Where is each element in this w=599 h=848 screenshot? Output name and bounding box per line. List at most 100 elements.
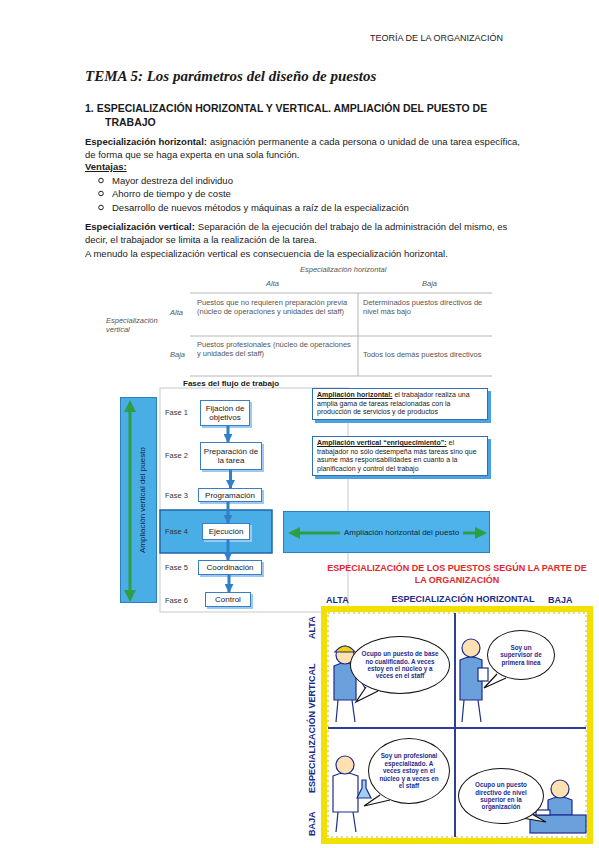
table-cell: Todos los demás puestos directivos bbox=[363, 350, 481, 359]
axis-label: Especialización horizontal bbox=[300, 265, 386, 274]
axis-value: BAJA bbox=[548, 595, 573, 605]
text-block: Fase 1 bbox=[165, 408, 197, 417]
section-heading: 1. ESPECIALIZACIÓN HORIZONTAL Y VERTICAL… bbox=[85, 102, 487, 128]
supervisor-figure bbox=[460, 639, 488, 722]
callout-box: Ampliación horizontal:el trabajador real… bbox=[312, 388, 488, 420]
text-block: ALTA bbox=[307, 612, 319, 644]
callout-box: Ampliación vertical “enriquecimiento”:el… bbox=[312, 436, 488, 476]
speech-bubble: Ocupo un puesto de base no cualificado. … bbox=[350, 636, 450, 694]
bubble-tails bbox=[356, 674, 546, 822]
phase-box: Preparación de la tarea bbox=[200, 442, 262, 470]
head bbox=[462, 639, 480, 657]
bullet bbox=[99, 178, 104, 183]
table-cell: Puestos profesionales (núcleo de operaci… bbox=[197, 340, 351, 358]
text-block: Determinados puestos directivos de nivel… bbox=[363, 298, 488, 316]
flask bbox=[357, 780, 371, 798]
text-block: Especialización horizontal bbox=[300, 265, 440, 274]
bubble-text: Ocupo un puesto de base no cualificado. … bbox=[361, 650, 439, 680]
head bbox=[336, 756, 354, 774]
flow-arrow bbox=[228, 575, 231, 592]
helmet bbox=[335, 646, 355, 652]
flow-arrow bbox=[227, 502, 230, 523]
leg bbox=[478, 700, 481, 722]
leg bbox=[353, 812, 356, 832]
leg bbox=[462, 700, 464, 722]
arrow-heads bbox=[288, 527, 487, 539]
band-label: Ampliación vertical del puesto bbox=[138, 398, 154, 602]
phase-box: Fijación de objetivos bbox=[200, 400, 250, 426]
double-arrow bbox=[124, 398, 136, 604]
phase-highlight bbox=[160, 510, 272, 553]
bullet-text: Desarrollo de nuevos métodos y máquinas … bbox=[112, 202, 409, 213]
text-block: Especialización vertical:Separación de l… bbox=[85, 220, 525, 246]
text-block: Todos los demás puestos directivos bbox=[363, 350, 488, 359]
arrow-shaft bbox=[129, 410, 132, 592]
text-block: TEORÍA DE LA ORGANIZACIÓN bbox=[370, 33, 590, 43]
text-block: A menudo la especialización vertical es … bbox=[85, 247, 525, 260]
flow-arrow bbox=[229, 470, 232, 488]
body bbox=[548, 797, 572, 815]
text-block: Puestos profesionales (núcleo de operaci… bbox=[197, 340, 352, 358]
text-block: BAJA bbox=[548, 595, 588, 605]
phase-box: Programación bbox=[198, 488, 262, 502]
table-cell: Determinados puestos directivos de nivel… bbox=[363, 298, 482, 316]
text-block: Ventajas: bbox=[85, 160, 285, 173]
quadrant-line bbox=[328, 727, 586, 729]
text-block: ESPECIALIZACIÓN DE LOS PUESTOS SEGÚN LA … bbox=[322, 562, 592, 586]
text-block: Fase 2 bbox=[165, 451, 197, 460]
axis-value: ALTA bbox=[307, 617, 317, 640]
axis-label: ESPECIALIZACIÓN HORIZONTAL bbox=[392, 594, 535, 604]
bubble-text: Soy un supervisor de primera línea bbox=[498, 644, 544, 666]
text-block: Puestos que no requieren preparación pre… bbox=[197, 298, 352, 316]
phase-name: Programación bbox=[205, 491, 255, 500]
phase-label: Fase 2 bbox=[165, 451, 188, 460]
vertical-band: Ampliación vertical del puesto bbox=[120, 397, 157, 603]
title-block: TEMA 5: Los parámetros del diseño de pue… bbox=[85, 68, 565, 85]
scientist-figure bbox=[333, 756, 371, 832]
matrix-table bbox=[190, 293, 492, 376]
phase-label: Fase 6 bbox=[165, 596, 188, 605]
speech-bubble: Soy un supervisor de primera línea bbox=[487, 630, 555, 680]
phase-name: Control bbox=[215, 595, 241, 604]
speech-bubble: Soy un profesional especializado. A vece… bbox=[368, 738, 450, 804]
text-block: Fase 3 bbox=[165, 491, 197, 500]
axis-label: ESPECIALIZACIÓN VERTICAL bbox=[307, 663, 317, 793]
bullet bbox=[99, 205, 104, 210]
yellow-frame bbox=[324, 609, 590, 841]
axis-value: BAJA bbox=[307, 812, 317, 837]
axis-value: Alta bbox=[170, 308, 183, 317]
speech-bubble: Ocupo un puesto directivo de nivel super… bbox=[458, 768, 544, 824]
leg bbox=[336, 812, 338, 832]
table-line bbox=[190, 376, 492, 377]
bubble-text: Ocupo un puesto directivo de nivel super… bbox=[469, 781, 533, 811]
text-block: Ahorro de tiempo y de coste bbox=[112, 187, 532, 200]
coat bbox=[333, 773, 358, 812]
header-text: TEORÍA DE LA ORGANIZACIÓN bbox=[370, 33, 503, 43]
table-cell: Puestos que no requieren preparación pre… bbox=[197, 298, 347, 316]
axis-value: Baja bbox=[170, 350, 185, 359]
arrow-heads bbox=[124, 400, 136, 602]
text-block: Mayor destreza del individuo bbox=[112, 174, 532, 187]
callout-heading: Ampliación vertical “enriquecimiento”: bbox=[317, 439, 447, 446]
horizontal-band: Ampliación horizontal del puesto bbox=[283, 511, 490, 553]
phase-box: Control bbox=[205, 592, 251, 607]
axis-value: Alta bbox=[266, 279, 279, 288]
text-block: Especialización vertical bbox=[106, 316, 170, 334]
term: Especialización vertical: bbox=[85, 221, 195, 232]
text-block: Fase 5 bbox=[165, 563, 197, 572]
text-block: BAJA bbox=[307, 808, 319, 840]
term: Especialización horizontal: bbox=[85, 136, 207, 147]
table-line bbox=[190, 336, 492, 337]
bubble-text: Soy un profesional especializado. A vece… bbox=[379, 752, 439, 789]
text-block: ALTA bbox=[326, 595, 366, 605]
text-block: Alta bbox=[266, 279, 296, 288]
axis-value: ALTA bbox=[326, 595, 349, 605]
note: A menudo la especialización vertical es … bbox=[85, 248, 448, 259]
text-block: Especialización horizontal:asignación pe… bbox=[85, 135, 525, 161]
axis-label: Especialización vertical bbox=[106, 316, 158, 334]
text-block: 1. ESPECIALIZACIÓN HORIZONTAL Y VERTICAL… bbox=[85, 101, 525, 129]
phase-box: Coordinación bbox=[198, 560, 262, 575]
text-block: Desarrollo de nuevos métodos y máquinas … bbox=[112, 201, 532, 214]
phase-label: Fase 3 bbox=[165, 491, 188, 500]
